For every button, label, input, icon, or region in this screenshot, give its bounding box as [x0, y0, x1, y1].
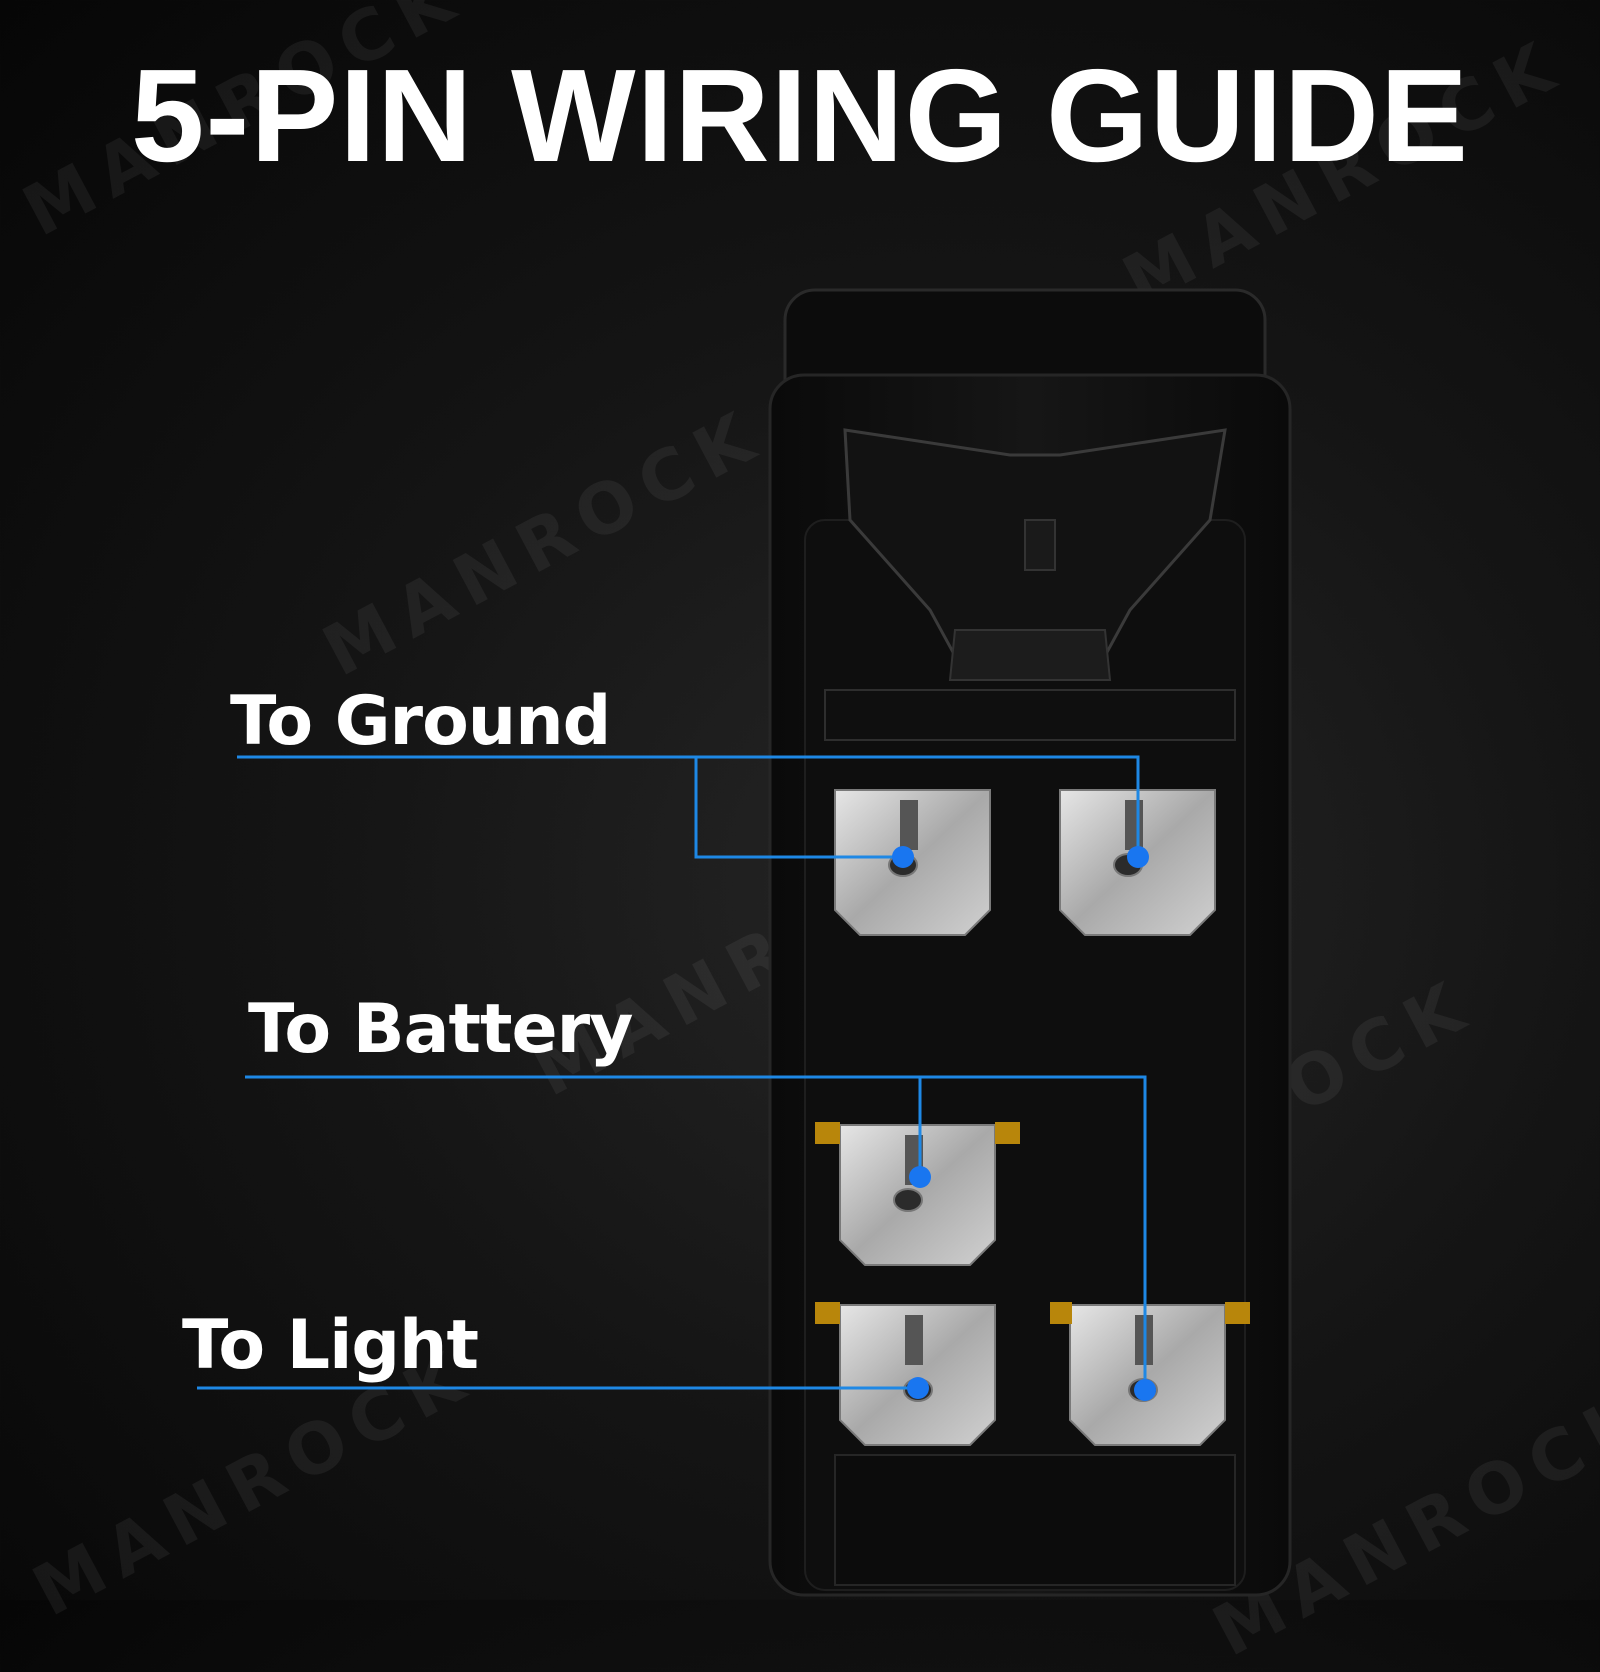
- label-to-battery: To Battery: [248, 990, 633, 1069]
- connection-dot: [907, 1377, 929, 1399]
- label-to-light: To Light: [182, 1306, 479, 1385]
- battery-leader: [245, 1075, 1147, 1390]
- ground-leader: [237, 755, 1140, 859]
- connection-dot: [909, 1166, 931, 1188]
- crossbar: [824, 689, 1236, 741]
- connection-dot: [1134, 1379, 1156, 1401]
- label-to-ground: To Ground: [230, 682, 611, 761]
- page-title: 5-PIN WIRING GUIDE: [130, 42, 1470, 189]
- connection-dot: [892, 846, 914, 868]
- terminal-pin-5: [1050, 1302, 1250, 1446]
- switch-diagram: [197, 288, 1292, 1597]
- terminal-pin-3: [815, 1122, 1020, 1266]
- connection-dot: [1127, 846, 1149, 868]
